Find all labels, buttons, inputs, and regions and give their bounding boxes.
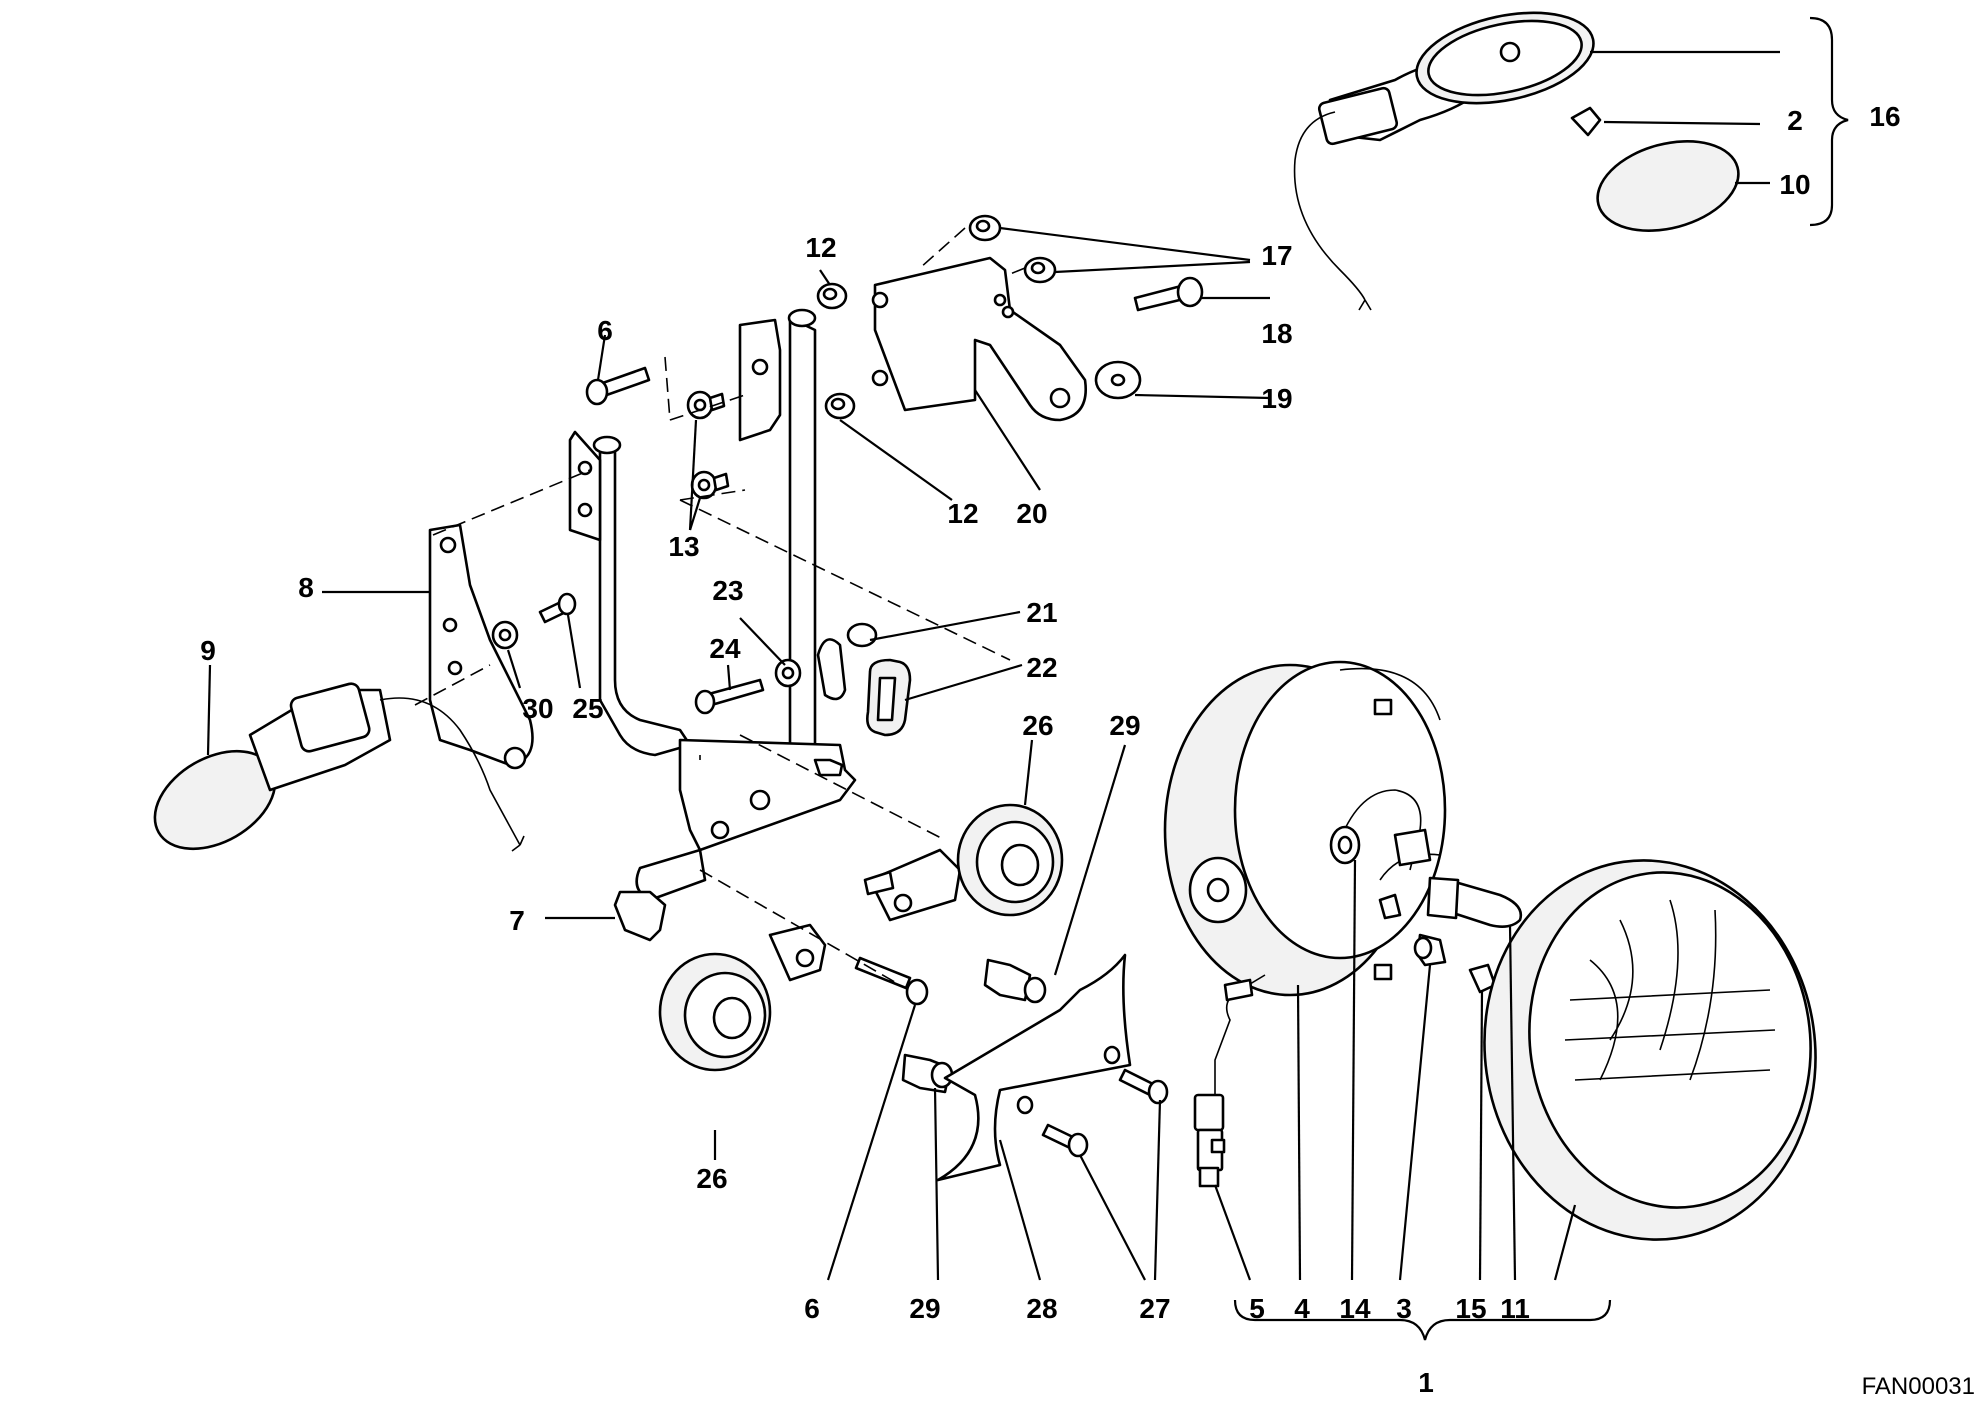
clip-21 bbox=[816, 622, 878, 701]
callout-1: 1 bbox=[1418, 1367, 1434, 1398]
callout-30: 30 bbox=[522, 693, 553, 724]
callout-7: 7 bbox=[509, 905, 525, 936]
washer-23 bbox=[774, 658, 802, 688]
cover-28 bbox=[936, 953, 1132, 1182]
callout-27: 27 bbox=[1139, 1293, 1170, 1324]
bulb-3 bbox=[1413, 933, 1447, 967]
frame-tab-lower bbox=[613, 890, 667, 942]
screw-6-top bbox=[585, 366, 651, 406]
brace-1 bbox=[1233, 1299, 1612, 1341]
grommet-22 bbox=[866, 658, 912, 737]
callout-26-top: 26 bbox=[1022, 710, 1053, 741]
bulb-11 bbox=[1426, 876, 1523, 928]
horn-lower bbox=[658, 923, 827, 1072]
callout-labels: 16 2 10 17 18 19 12 12 20 6 13 23 21 22 … bbox=[200, 101, 1975, 1400]
callout-17: 17 bbox=[1261, 240, 1292, 271]
callout-19: 19 bbox=[1261, 383, 1292, 414]
callout-4: 4 bbox=[1294, 1293, 1310, 1324]
headlight-bracket bbox=[871, 256, 1088, 422]
turn-signal-right bbox=[1293, 11, 1595, 311]
nut-13-top bbox=[686, 390, 726, 420]
nut-29-upper bbox=[983, 958, 1047, 1004]
drawing-code: FAN00031 bbox=[1862, 1373, 1975, 1400]
turn-signal-bulb bbox=[1570, 106, 1602, 137]
washer-30 bbox=[491, 620, 519, 650]
callout-6-bottom: 6 bbox=[804, 1293, 820, 1324]
callout-12-bottom: 12 bbox=[947, 498, 978, 529]
callout-20: 20 bbox=[1016, 498, 1047, 529]
bracket-screw bbox=[1133, 276, 1204, 312]
signal-bracket-left bbox=[428, 523, 534, 770]
callout-24: 24 bbox=[709, 633, 741, 664]
callout-25: 25 bbox=[572, 693, 603, 724]
callout-28: 28 bbox=[1026, 1293, 1057, 1324]
callout-21: 21 bbox=[1026, 597, 1057, 628]
callout-18: 18 bbox=[1261, 318, 1292, 349]
callout-22: 22 bbox=[1026, 652, 1057, 683]
grommet-top bbox=[968, 214, 1002, 242]
callout-12-top: 12 bbox=[805, 232, 836, 263]
callout-10: 10 bbox=[1779, 169, 1810, 200]
leader-lines bbox=[206, 50, 1780, 1281]
connector-5 bbox=[1193, 974, 1266, 1188]
callout-9: 9 bbox=[200, 635, 216, 666]
callout-3: 3 bbox=[1396, 1293, 1412, 1324]
callout-15: 15 bbox=[1455, 1293, 1486, 1324]
callout-29-bottom: 29 bbox=[909, 1293, 940, 1324]
callout-14: 14 bbox=[1339, 1293, 1371, 1324]
callout-2: 2 bbox=[1787, 105, 1803, 136]
main-frame bbox=[568, 308, 857, 902]
screw-24 bbox=[694, 678, 765, 715]
bulb-socket-14 bbox=[1329, 825, 1361, 865]
callout-11: 11 bbox=[1500, 1293, 1530, 1324]
headlight-wiring bbox=[1339, 789, 1441, 920]
callout-8: 8 bbox=[298, 572, 314, 603]
bracket-washer bbox=[1094, 360, 1142, 400]
nut-29-lower bbox=[901, 1053, 954, 1094]
turn-signal-lens bbox=[1596, 140, 1740, 232]
screw-6-lower bbox=[854, 956, 929, 1006]
callout-29-top: 29 bbox=[1109, 710, 1140, 741]
callout-6-top: 6 bbox=[597, 315, 613, 346]
screw-27-left bbox=[1041, 1123, 1089, 1158]
callout-13: 13 bbox=[668, 531, 699, 562]
callout-16: 16 bbox=[1869, 101, 1900, 132]
callout-26-bottom: 26 bbox=[696, 1163, 727, 1194]
callout-23: 23 bbox=[712, 575, 743, 606]
screw-25 bbox=[538, 592, 577, 624]
brace-16 bbox=[1809, 16, 1849, 227]
horn-upper bbox=[863, 803, 1064, 922]
callout-5: 5 bbox=[1249, 1293, 1265, 1324]
grommet-upper-left bbox=[816, 282, 848, 310]
headlight-housing bbox=[1163, 660, 1447, 997]
headlight-lens bbox=[1483, 859, 1817, 1241]
grommet-lower-left bbox=[824, 392, 856, 420]
turn-signal-left bbox=[153, 682, 525, 852]
screw-27-right bbox=[1118, 1068, 1169, 1105]
grommet-mid bbox=[1023, 256, 1057, 284]
